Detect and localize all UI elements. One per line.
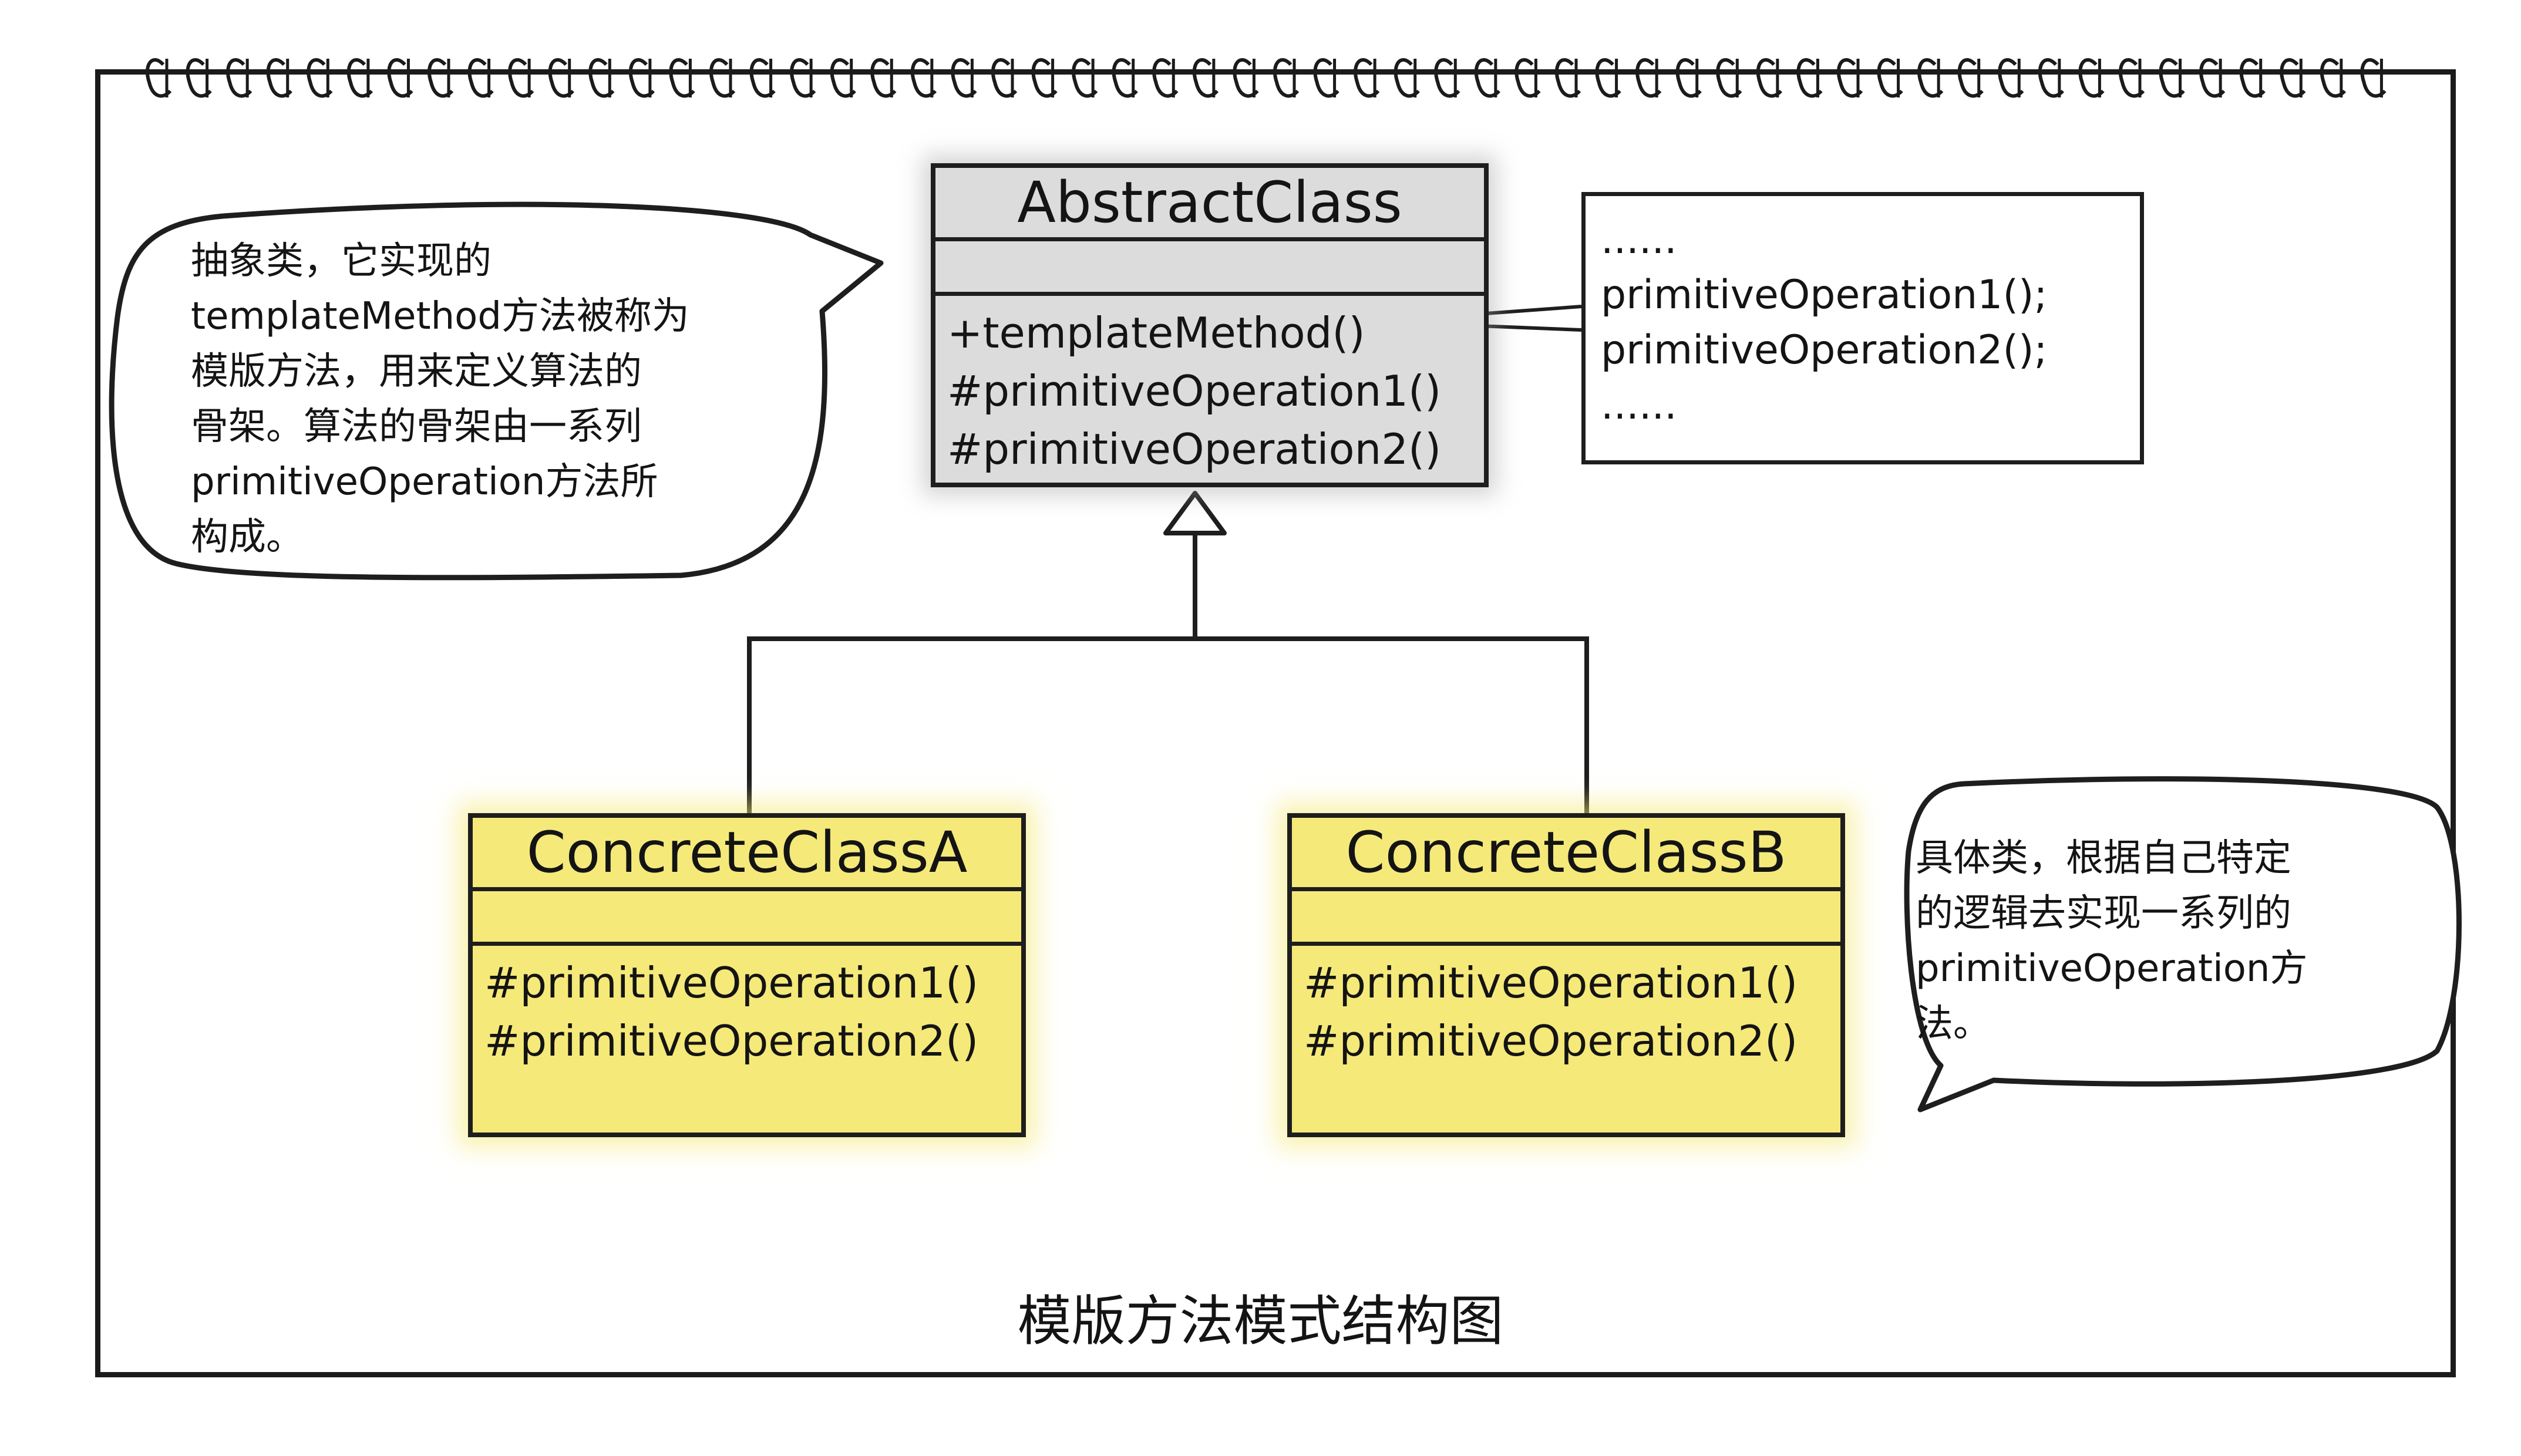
spiral-ring bbox=[2360, 58, 2387, 98]
abstract-class-attributes bbox=[935, 241, 1484, 296]
callout-line: 的逻辑去实现一系列的 bbox=[1916, 892, 2291, 935]
spiral-ring bbox=[1716, 58, 1742, 98]
spiral-ring bbox=[186, 58, 212, 98]
operation-primitive-2: #primitiveOperation2() bbox=[484, 1016, 979, 1066]
callout-line: templateMethod方法被称为 bbox=[191, 295, 689, 338]
spiral-ring bbox=[2239, 58, 2266, 98]
spiral-ring bbox=[387, 58, 413, 98]
callout-line: 构成。 bbox=[191, 515, 304, 559]
spiral-ring bbox=[1192, 58, 1219, 98]
note-line: ...... bbox=[1601, 382, 1677, 429]
concrete-class-a-operations: #primitiveOperation1() #primitiveOperati… bbox=[473, 946, 1021, 1078]
operation-primitive-2: #primitiveOperation2() bbox=[1304, 1016, 1798, 1066]
spiral-ring bbox=[2118, 58, 2145, 98]
spiral-ring bbox=[266, 58, 292, 98]
concrete-class-a-box: ConcreteClassA #primitiveOperation1() #p… bbox=[468, 813, 1026, 1137]
operation-primitive-1: #primitiveOperation1() bbox=[947, 366, 1442, 416]
spiral-ring bbox=[1917, 58, 1944, 98]
spiral-ring bbox=[1394, 58, 1420, 98]
spiral-ring bbox=[1635, 58, 1662, 98]
abstract-class-operations: +templateMethod() #primitiveOperation1()… bbox=[935, 296, 1484, 487]
diagram-caption: 模版方法模式结构图 bbox=[1017, 1290, 1504, 1353]
callout-concrete-text: 具体类，根据自己特定 的逻辑去实现一系列的 primitiveOperation… bbox=[1916, 831, 2307, 1051]
spiral-ring bbox=[870, 58, 897, 98]
spiral-ring bbox=[588, 58, 615, 98]
callout-abstract-text: 抽象类，它实现的 templateMethod方法被称为 模版方法，用来定义算法… bbox=[191, 234, 689, 565]
spiral-ring bbox=[2038, 58, 2065, 98]
operation-template-method: +templateMethod() bbox=[947, 308, 1365, 358]
callout-line: 模版方法，用来定义算法的 bbox=[191, 350, 642, 393]
callout-line: primitiveOperation方法所 bbox=[191, 460, 658, 504]
concrete-class-b-attributes bbox=[1292, 891, 1840, 946]
spiral-ring bbox=[1233, 58, 1259, 98]
concrete-class-b-name: ConcreteClassB bbox=[1292, 818, 1840, 891]
spiral-ring bbox=[669, 58, 695, 98]
spiral-ring bbox=[1595, 58, 1621, 98]
note-line: primitiveOperation1(); bbox=[1601, 272, 2048, 318]
callout-line: 具体类，根据自己特定 bbox=[1916, 837, 2291, 880]
spiral-ring bbox=[2078, 58, 2105, 98]
spiral-ring bbox=[2159, 58, 2185, 98]
abstract-class-box: AbstractClass +templateMethod() #primiti… bbox=[931, 163, 1489, 487]
spiral-ring bbox=[2199, 58, 2226, 98]
concrete-class-a-name: ConcreteClassA bbox=[473, 818, 1021, 891]
spiral-ring bbox=[1877, 58, 1903, 98]
callout-line: primitiveOperation方 bbox=[1916, 947, 2308, 990]
note-line: primitiveOperation2(); bbox=[1601, 327, 2048, 373]
spiral-ring bbox=[1112, 58, 1138, 98]
operation-primitive-1: #primitiveOperation1() bbox=[484, 958, 979, 1007]
template-method-note: ...... primitiveOperation1(); primitiveO… bbox=[1581, 192, 2144, 464]
concrete-class-a-attributes bbox=[473, 891, 1021, 946]
spiral-ring bbox=[790, 58, 816, 98]
spiral-ring bbox=[1354, 58, 1380, 98]
spiral-ring bbox=[1072, 58, 1098, 98]
spiral-ring bbox=[1474, 58, 1501, 98]
spiral-ring bbox=[427, 58, 454, 98]
spiral-ring bbox=[749, 58, 776, 98]
spiral-ring bbox=[1957, 58, 1984, 98]
spiral-ring bbox=[910, 58, 937, 98]
spiral-ring bbox=[628, 58, 655, 98]
note-line: ...... bbox=[1601, 217, 1677, 263]
spiral-ring bbox=[1675, 58, 1702, 98]
spiral-ring bbox=[1554, 58, 1581, 98]
inheritance-arrow-icon bbox=[1163, 491, 1227, 535]
spiral-ring bbox=[830, 58, 856, 98]
spiral-ring bbox=[1152, 58, 1179, 98]
spiral-ring bbox=[951, 58, 977, 98]
abstract-class-name: AbstractClass bbox=[935, 168, 1484, 241]
spiral-ring bbox=[226, 58, 253, 98]
concrete-class-b-operations: #primitiveOperation1() #primitiveOperati… bbox=[1292, 946, 1840, 1078]
spiral-ring bbox=[548, 58, 574, 98]
spiral-ring bbox=[467, 58, 494, 98]
callout-line: 抽象类，它实现的 bbox=[191, 240, 492, 283]
spiral-ring bbox=[2320, 58, 2347, 98]
spiral-ring bbox=[709, 58, 736, 98]
spiral-ring bbox=[1998, 58, 2024, 98]
spiral-ring bbox=[508, 58, 534, 98]
spiral-binding-icon bbox=[145, 58, 2387, 98]
concrete-class-b-box: ConcreteClassB #primitiveOperation1() #p… bbox=[1287, 813, 1845, 1137]
spiral-ring bbox=[1273, 58, 1300, 98]
spiral-ring bbox=[145, 58, 172, 98]
callout-concrete-bubble bbox=[1904, 776, 2462, 1113]
inheritance-branches bbox=[747, 636, 1589, 813]
operation-primitive-2: #primitiveOperation2() bbox=[947, 424, 1442, 474]
callout-line: 骨架。算法的骨架由一系列 bbox=[191, 405, 642, 449]
spiral-ring bbox=[346, 58, 373, 98]
spiral-ring bbox=[1756, 58, 1783, 98]
spiral-ring bbox=[1434, 58, 1460, 98]
callout-line: 法。 bbox=[1916, 1002, 1991, 1046]
callout-abstract-bubble bbox=[109, 201, 884, 581]
spiral-ring bbox=[1313, 58, 1339, 98]
spiral-ring bbox=[307, 58, 333, 98]
operation-primitive-1: #primitiveOperation1() bbox=[1304, 958, 1798, 1007]
spiral-ring bbox=[2280, 58, 2306, 98]
spiral-ring bbox=[1796, 58, 1823, 98]
spiral-ring bbox=[1031, 58, 1058, 98]
spiral-ring bbox=[1836, 58, 1863, 98]
spiral-ring bbox=[1514, 58, 1541, 98]
spiral-ring bbox=[991, 58, 1018, 98]
